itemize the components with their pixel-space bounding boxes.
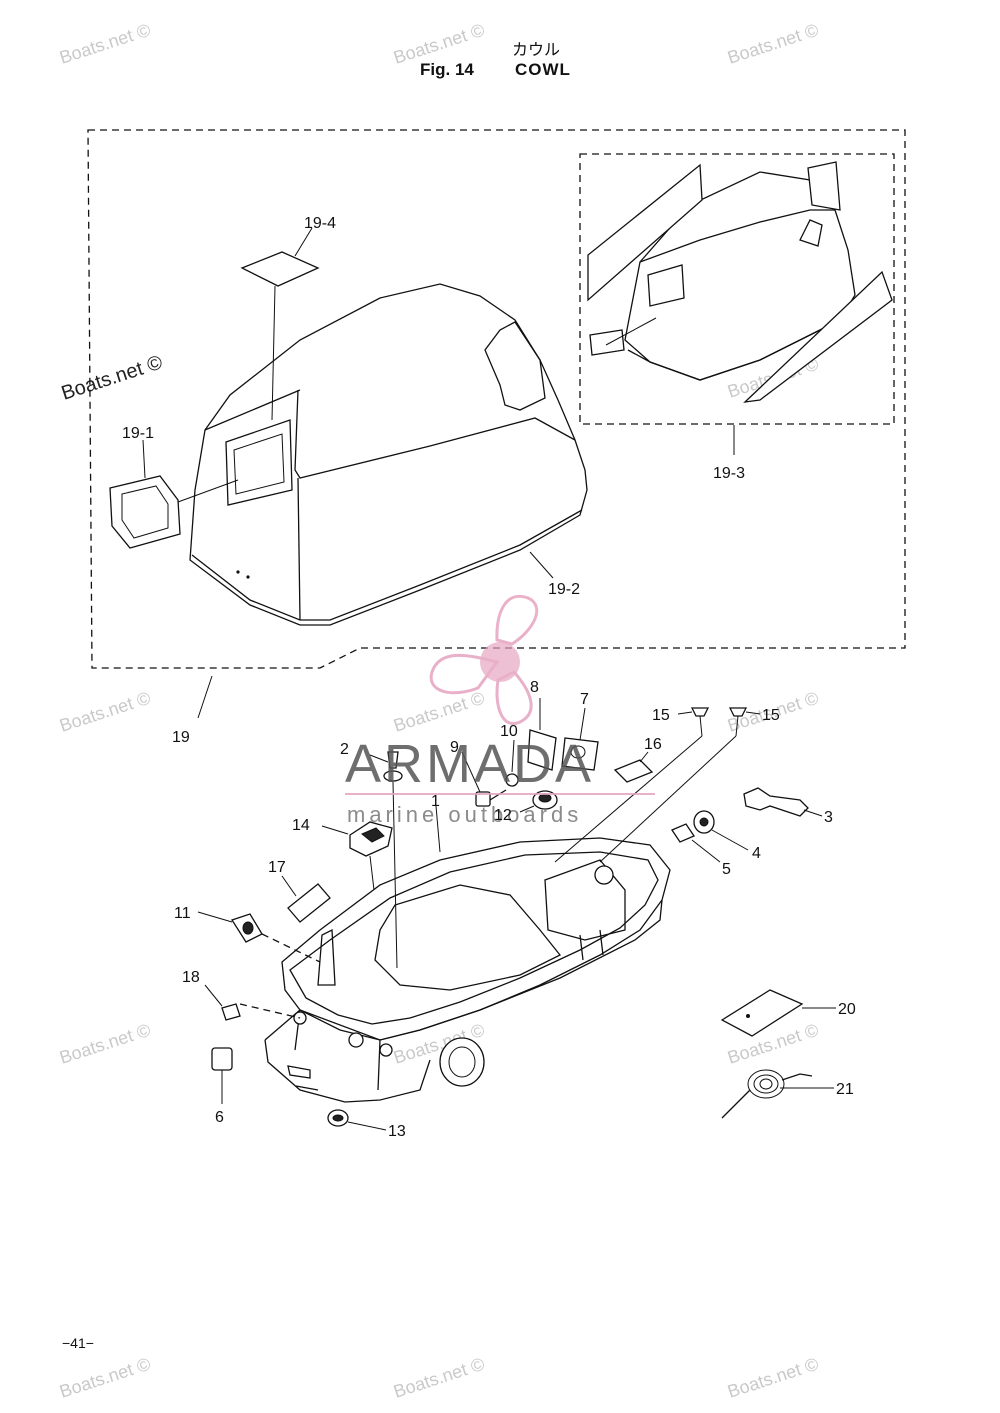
- clip-18: [204, 984, 301, 1021]
- watermark-text: Boats.net ©: [391, 20, 487, 68]
- grommet-11: [197, 911, 321, 963]
- bolt-9: [461, 751, 507, 807]
- lever-3: [743, 787, 823, 817]
- grommet-12: [519, 790, 558, 813]
- watermark-text: Boats.net ©: [59, 351, 166, 404]
- callout-15-right: 15: [762, 707, 780, 724]
- callout-15-left: 15: [652, 707, 670, 724]
- decal-set-boundary: [579, 153, 895, 425]
- watermark-text: Boats.net ©: [391, 1354, 487, 1402]
- watermark-text: Boats.net ©: [725, 1354, 821, 1402]
- callout-10: 10: [500, 723, 518, 740]
- callout-2: 2: [340, 741, 349, 758]
- top-decal-19-4: [240, 251, 320, 287]
- pad-20: [720, 989, 836, 1037]
- callout-6: 6: [215, 1109, 224, 1126]
- figure-header: カウル Fig. 14 COWL: [0, 30, 1000, 90]
- figure-title: COWL: [515, 60, 571, 79]
- decal-16: [613, 751, 654, 783]
- watermark-text: Boats.net ©: [725, 20, 821, 68]
- washer-10: [505, 739, 519, 787]
- plug-6: [211, 1047, 233, 1104]
- leader-19-2: [529, 551, 554, 579]
- callout-8: 8: [530, 679, 539, 696]
- armada-logo-watermark: ARMADA marine outboards: [345, 594, 655, 827]
- callout-1: 1: [431, 793, 440, 810]
- callout-19-4: 19-4: [304, 215, 336, 232]
- pin-15-left: [554, 707, 710, 863]
- figure-number: Fig. 14: [420, 60, 474, 79]
- bottom-cowl: [264, 837, 671, 1103]
- callout-21: 21: [836, 1081, 854, 1098]
- assembly-19-boundary: [87, 129, 906, 669]
- armada-brand-text: ARMADA: [345, 734, 594, 794]
- callout-17: 17: [268, 859, 286, 876]
- callout-5: 5: [722, 861, 731, 878]
- top-cowl: [189, 283, 588, 626]
- spring-21: [721, 1069, 834, 1119]
- collar-5: [671, 823, 721, 863]
- callout-11: 11: [174, 905, 191, 922]
- callout-9: 9: [450, 739, 459, 756]
- callout-20: 20: [838, 1001, 856, 1018]
- callout-4: 4: [752, 845, 761, 862]
- page-number: −41−: [62, 1335, 94, 1351]
- plate-7: [561, 707, 599, 771]
- callout-19-3: 19-3: [713, 465, 745, 482]
- watermark-text: Boats.net ©: [57, 20, 153, 68]
- decal-set-19-3: [587, 161, 893, 455]
- leader-1: [435, 805, 441, 853]
- callout-19-1: 19-1: [122, 425, 154, 442]
- watermark-text: Boats.net ©: [391, 688, 487, 736]
- decal-17: [281, 875, 331, 923]
- callout-16: 16: [644, 736, 662, 753]
- watermark-text: Boats.net ©: [57, 1354, 153, 1402]
- grommet-13: [327, 1109, 387, 1131]
- callout-12: 12: [494, 807, 512, 824]
- callout-18: 18: [182, 969, 200, 986]
- pin-15-right: [599, 707, 761, 863]
- washer-4: [693, 810, 749, 851]
- armada-brand-subtext: marine outboards: [347, 802, 582, 827]
- watermark-text: Boats.net ©: [57, 1020, 153, 1068]
- cap-14: [321, 821, 393, 891]
- callout-19-2: 19-2: [548, 581, 580, 598]
- callout-7: 7: [580, 691, 589, 708]
- figure-title-japanese: カウル: [512, 40, 561, 59]
- window-grommet-19-1: [109, 439, 239, 549]
- watermark-text: Boats.net ©: [57, 688, 153, 736]
- leader-19: [197, 675, 213, 719]
- bracket-8: [527, 698, 557, 771]
- callout-labels: 19-4 19-1 19-2 19-3 19 1 2 3 4 5 6 7 8 9…: [122, 215, 856, 1140]
- callout-13: 13: [388, 1123, 406, 1140]
- callout-14: 14: [292, 817, 310, 834]
- callout-19: 19: [172, 729, 190, 746]
- callout-3: 3: [824, 809, 833, 826]
- bolt-2: [369, 751, 403, 969]
